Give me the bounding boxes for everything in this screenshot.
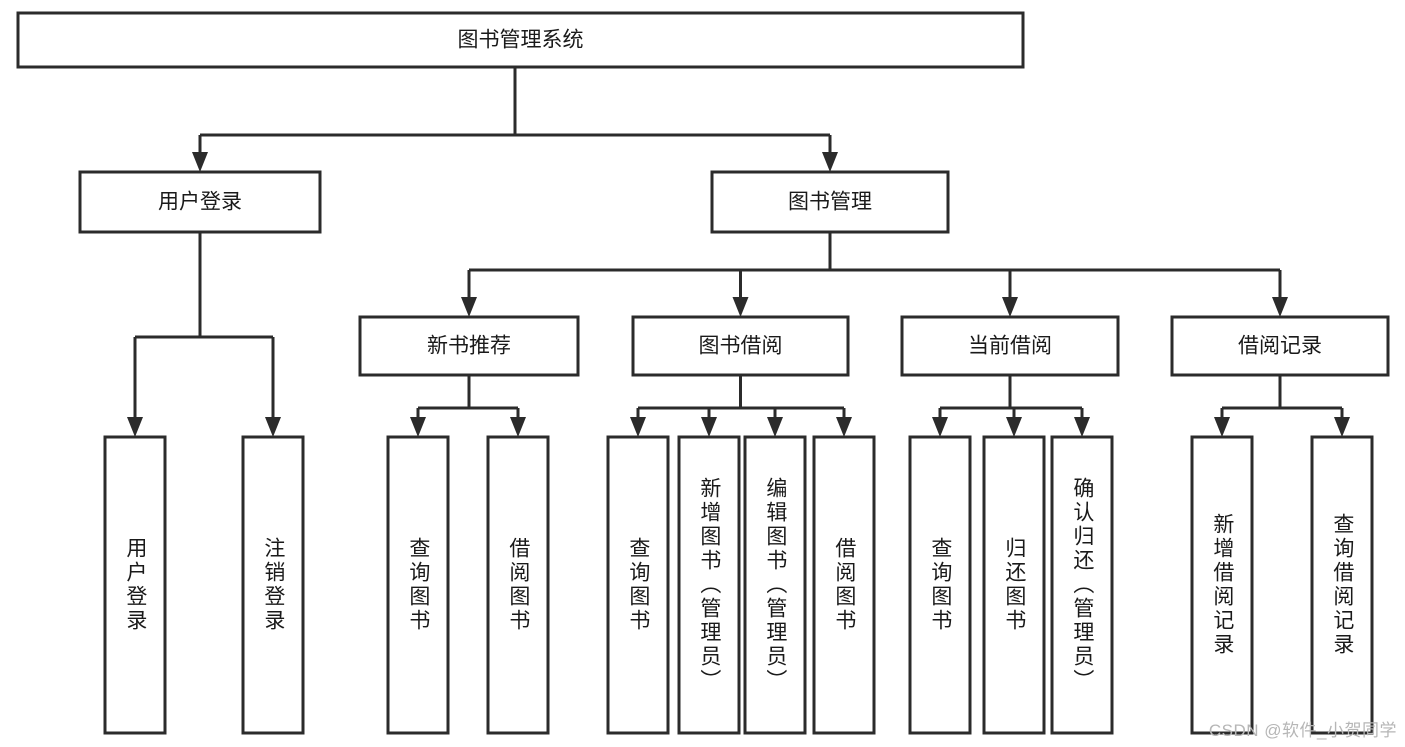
arrow-head-icon-new-book-recommend xyxy=(461,297,477,317)
arrow-head-icon-leaf-query-borrow-record xyxy=(1334,417,1350,437)
boxes-layer xyxy=(16,11,1390,735)
arrow-head-icon-book-manage xyxy=(822,152,838,172)
arrow-head-icon-leaf-confirm-return xyxy=(1074,417,1090,437)
arrow-head-icon-leaf-logout xyxy=(265,417,281,437)
leaf-add-book-box[interactable] xyxy=(677,435,741,735)
arrow-head-icon-leaf-user-login xyxy=(127,417,143,437)
leaf-query-book-1-box[interactable] xyxy=(386,435,450,735)
arrow-head-icon-leaf-query-book-1 xyxy=(410,417,426,437)
leaf-logout-box[interactable] xyxy=(241,435,305,735)
arrow-head-icon-current-borrow xyxy=(1002,297,1018,317)
arrow-head-icon-leaf-query-book-3 xyxy=(932,417,948,437)
current-borrow-label: 当前借阅 xyxy=(968,335,1052,358)
arrow-head-icon-leaf-return-book xyxy=(1006,417,1022,437)
book-manage-box[interactable] xyxy=(710,170,950,234)
leaf-edit-book-box[interactable] xyxy=(743,435,807,735)
leaf-borrow-book-1-box[interactable] xyxy=(486,435,550,735)
arrow-head-icon-leaf-query-book-2 xyxy=(630,417,646,437)
arrow-head-icon-leaf-borrow-book-2 xyxy=(836,417,852,437)
book-borrow-box[interactable] xyxy=(631,315,850,377)
new-book-recommend-label: 新书推荐 xyxy=(427,335,511,358)
csdn-watermark: CSDN @软件_小贺同学 xyxy=(1208,721,1397,740)
leaf-query-book-3-box[interactable] xyxy=(908,435,972,735)
book-manage-label: 图书管理 xyxy=(788,191,872,214)
arrow-head-icon-leaf-add-book xyxy=(701,417,717,437)
connectors-layer xyxy=(127,67,1350,437)
arrow-head-icon-book-borrow xyxy=(732,297,749,317)
arrow-head-icon-leaf-edit-book xyxy=(767,417,783,437)
arrow-head-icon-user-login xyxy=(192,152,208,172)
leaf-borrow-book-2-box[interactable] xyxy=(812,435,876,735)
arrow-head-icon-leaf-add-borrow-record xyxy=(1214,417,1230,437)
leaf-return-book-box[interactable] xyxy=(982,435,1046,735)
current-borrow-box[interactable] xyxy=(900,315,1120,377)
new-book-recommend-box[interactable] xyxy=(358,315,580,377)
root-label: 图书管理系统 xyxy=(458,29,584,52)
book-borrow-label: 图书借阅 xyxy=(699,335,783,358)
root-system-box[interactable] xyxy=(16,11,1025,69)
borrow-record-box[interactable] xyxy=(1170,315,1390,377)
borrow-record-label: 借阅记录 xyxy=(1238,335,1322,358)
user-login-label: 用户登录 xyxy=(158,191,242,214)
leaf-user-login-box[interactable] xyxy=(103,435,167,735)
leaf-query-borrow-record-box[interactable] xyxy=(1310,435,1374,735)
user-login-box[interactable] xyxy=(78,170,322,234)
leaf-query-book-2-box[interactable] xyxy=(606,435,670,735)
leaf-add-borrow-record-box[interactable] xyxy=(1190,435,1254,735)
leaf-confirm-return-box[interactable] xyxy=(1050,435,1114,735)
arrow-head-icon-borrow-record xyxy=(1272,297,1288,317)
arrow-head-icon-leaf-borrow-book-1 xyxy=(510,417,526,437)
